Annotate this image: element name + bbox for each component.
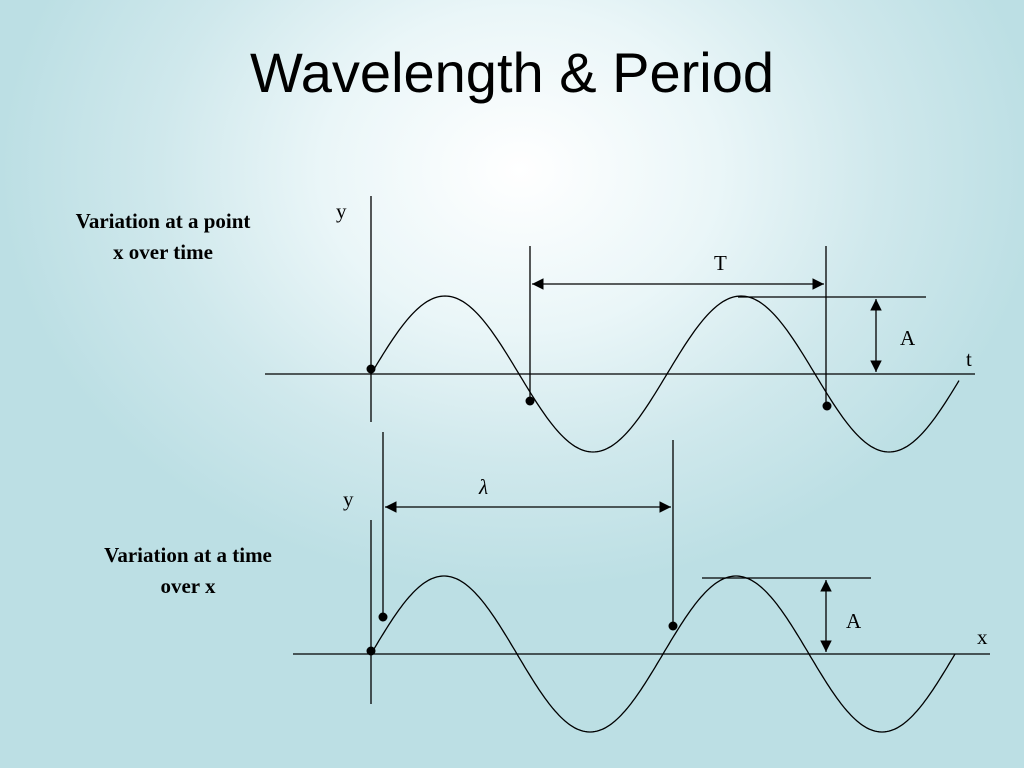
bottom-diagram-caption: Variation at a time over x: [104, 543, 272, 598]
bottom-wavelength-label: λ: [478, 475, 488, 499]
top-point-period-start: [525, 396, 535, 406]
top-diagram-caption: Variation at a point x over time: [75, 209, 251, 264]
top-time-axis-label: t: [966, 347, 972, 371]
top-amplitude-label: A: [900, 326, 916, 350]
top-diagram: [265, 196, 975, 453]
top-wave-curve: [370, 295, 960, 453]
top-period-label: T: [714, 251, 727, 275]
top-point-period-end: [822, 401, 832, 411]
bottom-point-wavelength-start: [378, 612, 388, 622]
bottom-y-axis-label: y: [343, 487, 354, 511]
bottom-diagram: [293, 432, 990, 733]
bottom-x-axis-label: x: [977, 625, 988, 649]
bottom-wave-curve: [370, 575, 956, 733]
bottom-point-wavelength-end: [668, 621, 678, 631]
bottom-amplitude-label: A: [846, 609, 862, 633]
top-y-axis-label: y: [336, 199, 347, 223]
top-point-origin: [366, 364, 376, 374]
slide-title: Wavelength & Period: [250, 41, 774, 104]
bottom-point-origin: [366, 646, 376, 656]
